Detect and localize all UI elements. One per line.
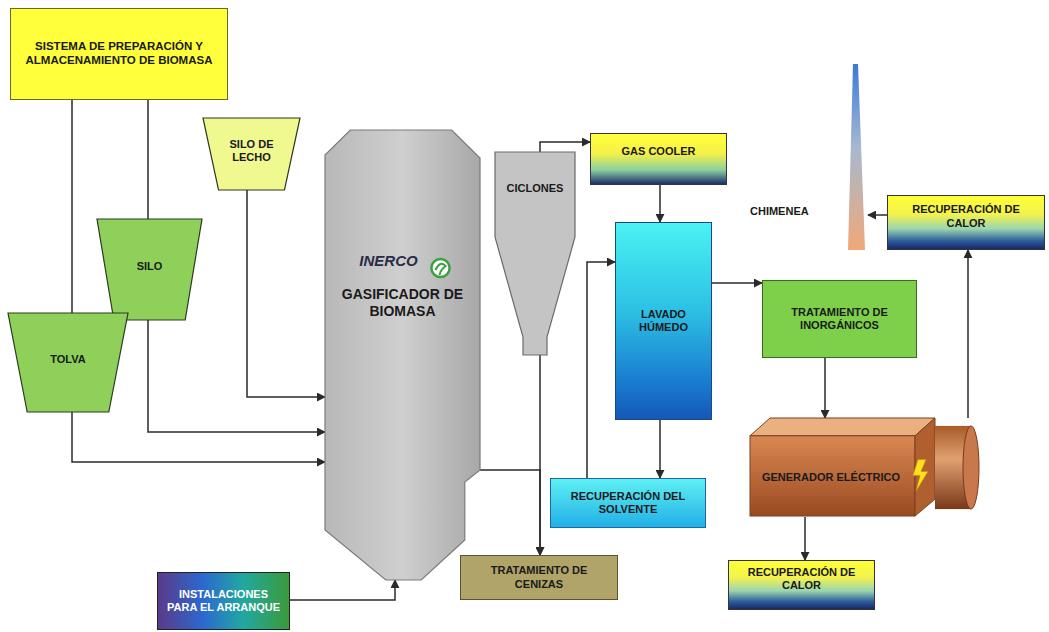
node-title: GASIFICADOR DE BIOMASA: [335, 286, 470, 320]
flow-connector: [147, 100, 149, 219]
electric-generator-outline: [750, 418, 980, 517]
flow-connector: [290, 580, 395, 600]
chimney-outline: [750, 62, 868, 252]
gasifier: INERCO GASIFICADOR DE BIOMASA: [325, 130, 480, 580]
gas-cooler: GAS COOLER: [590, 133, 727, 185]
node-label: SILO: [137, 260, 163, 273]
startup-box: INSTALACIONES PARA EL ARRANQUE: [157, 572, 290, 630]
node-label: SISTEMA DE PREPARACIÓN Y ALMACENAMIENTO …: [19, 40, 219, 68]
flow-connector: [804, 517, 806, 560]
node-label: CICLONES: [507, 182, 564, 195]
node-label: RECUPERACIÓN DE CALOR: [735, 566, 868, 592]
flow-connector: [247, 190, 325, 397]
flow-connector: [539, 355, 541, 555]
node-label: TRATAMIENTO DE CENIZAS: [467, 564, 611, 590]
node-label: TOLVA: [50, 353, 85, 366]
storage-box: SISTEMA DE PREPARACIÓN Y ALMACENAMIENTO …: [10, 8, 228, 100]
node-label: LAVADO HÚMEDO: [622, 308, 705, 334]
node-label: GENERADOR ELÉCTRICO: [762, 471, 900, 484]
gasifier-outline: [325, 130, 480, 580]
solvent-recovery-box: RECUPERACIÓN DEL SOLVENTE: [550, 478, 706, 528]
flow-connector: [148, 320, 325, 432]
flow-connector: [587, 262, 615, 478]
hopper: TOLVA: [8, 313, 128, 412]
cyclone: CICLONES: [495, 152, 575, 355]
node-label: RECUPERACIÓN DEL SOLVENTE: [557, 490, 699, 516]
ash-treatment-box: TRATAMIENTO DE CENIZAS: [460, 555, 618, 600]
electric-generator: GENERADOR ELÉCTRICO: [750, 418, 980, 517]
flow-connector: [71, 100, 73, 313]
logo-text: INERCO: [359, 252, 417, 270]
node-label: TRATAMIENTO DE INORGÁNICOS: [771, 306, 908, 332]
heat-recovery-box: RECUPERACIÓN DE CALOR: [887, 195, 1045, 250]
heat-recovery-box: RECUPERACIÓN DE CALOR: [728, 560, 875, 610]
flow-connector: [659, 420, 661, 478]
chimney: CHIMENEA: [750, 62, 868, 252]
process-box: TRATAMIENTO DE INORGÁNICOS: [762, 280, 917, 358]
flow-connector: [72, 412, 325, 462]
node-label: CHIMENEA: [750, 205, 809, 218]
node-label: SILO DE LECHO: [217, 138, 286, 164]
wet-scrubber: LAVADO HÚMEDO: [615, 222, 712, 420]
flow-connector: [712, 282, 762, 284]
flow-connector: [967, 250, 969, 418]
flow-connector: [824, 358, 826, 418]
silo: SILO: [97, 219, 202, 320]
flow-connector: [868, 214, 887, 216]
node-label: INSTALACIONES PARA EL ARRANQUE: [164, 588, 283, 614]
flow-connector: [480, 470, 540, 555]
node-label: GAS COOLER: [622, 145, 696, 158]
bed-silo: SILO DE LECHO: [203, 118, 300, 190]
flow-connector: [540, 142, 590, 152]
flow-connector: [659, 185, 661, 222]
node-label: RECUPERACIÓN DE CALOR: [894, 203, 1038, 229]
